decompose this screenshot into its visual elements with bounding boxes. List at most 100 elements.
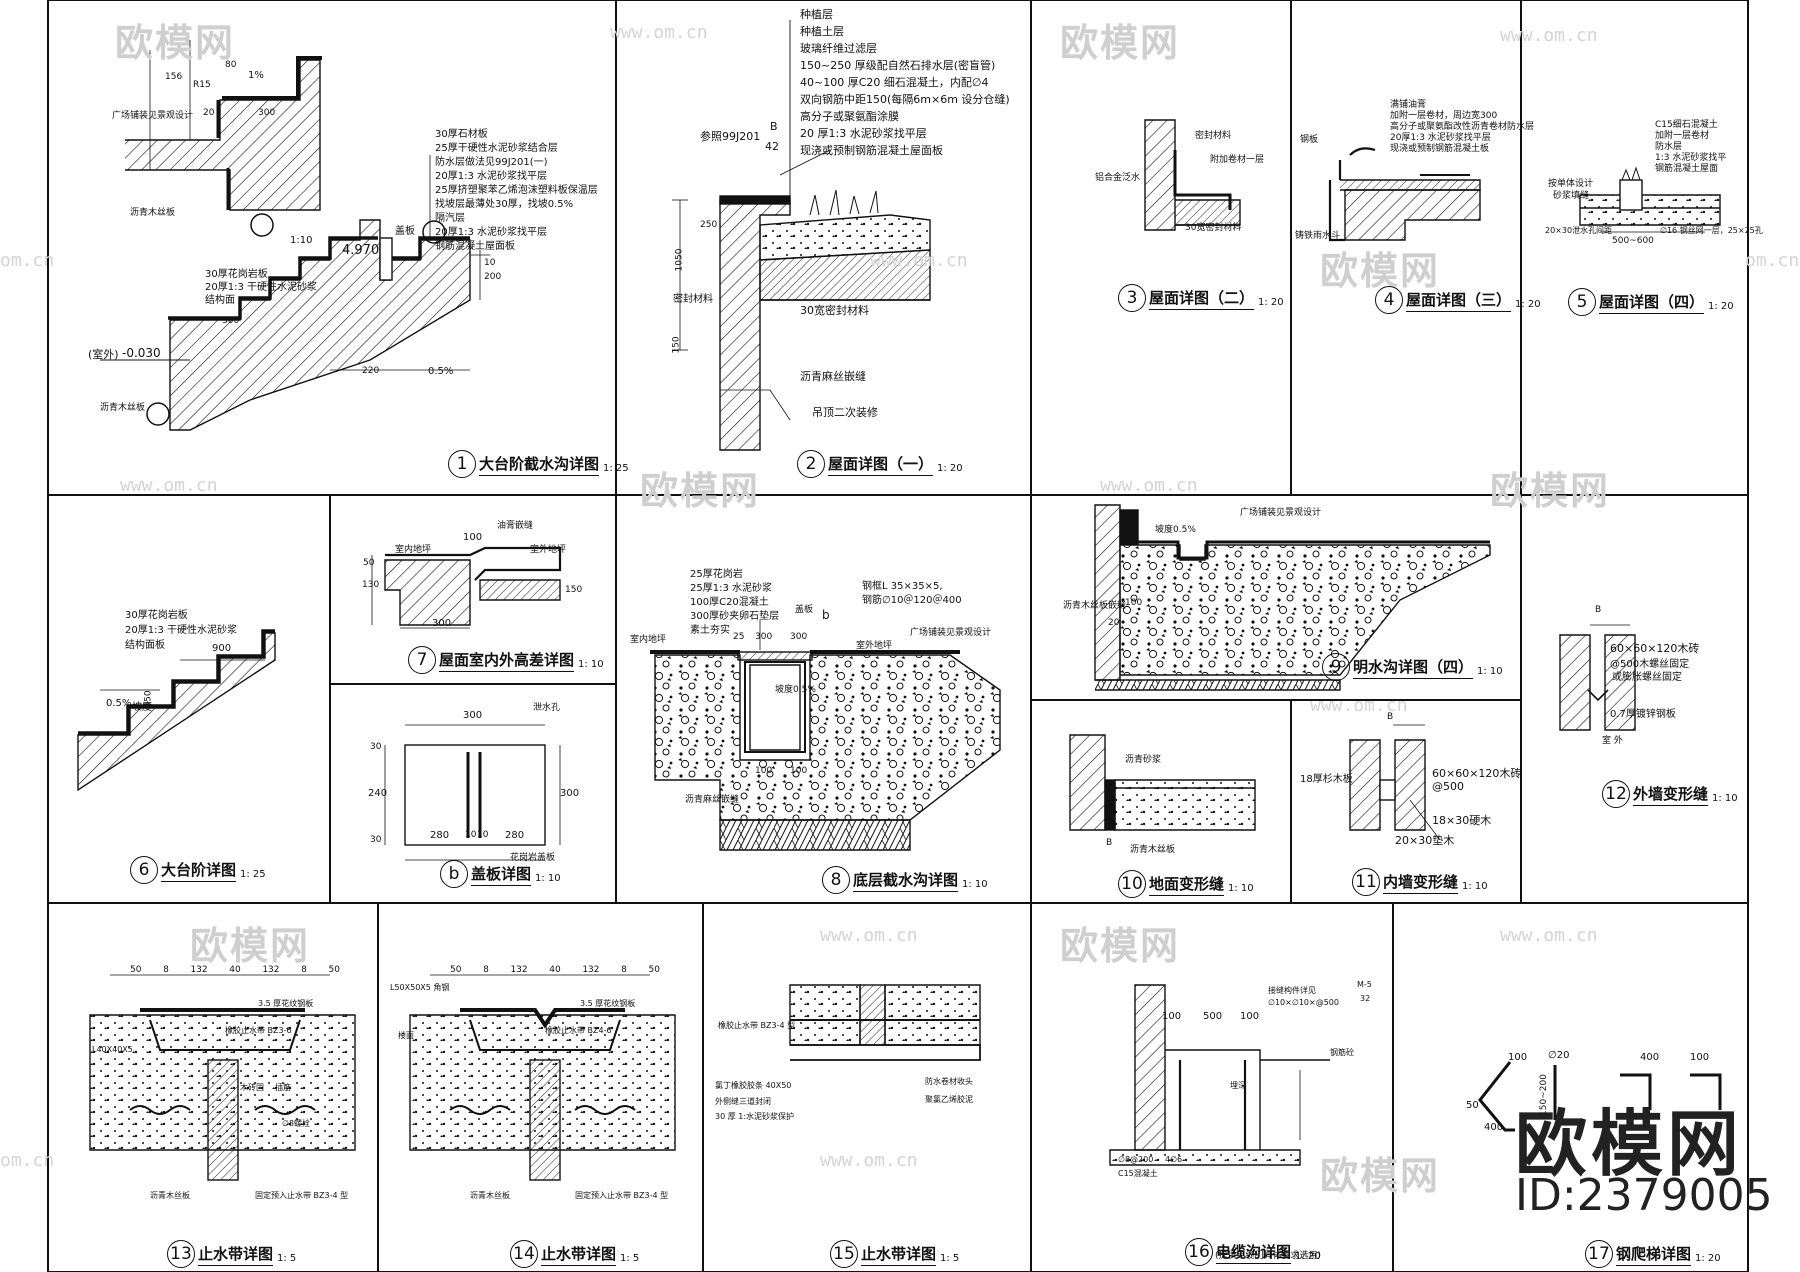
layer: C15细石混凝土 xyxy=(1655,120,1718,130)
label: 外侧缝三道封闭 xyxy=(715,1097,771,1106)
detail-name: 大台阶截水沟详图 xyxy=(479,453,600,476)
detail-15-drawing xyxy=(789,984,981,1061)
label: ∅8@200 xyxy=(1118,1155,1154,1164)
label: 沥青木丝板嵌缝 xyxy=(1063,601,1127,611)
label: @500 xyxy=(1432,780,1464,793)
detail-scale: 1: 5 xyxy=(940,1252,960,1264)
detail-name: 电缆沟详图 xyxy=(1216,1241,1292,1264)
label: 沥青麻丝嵌缝 xyxy=(685,795,740,805)
layer: 玻璃纤维过滤层 xyxy=(800,42,877,55)
detail-number: 8 xyxy=(822,866,850,894)
label: 坡度0.5% xyxy=(775,685,816,695)
label: 钢板 xyxy=(1300,135,1319,145)
dim: 100 xyxy=(1162,1011,1182,1022)
label: 沥青木丝板 xyxy=(470,1191,510,1200)
label: @500木螺丝固定 xyxy=(1610,659,1690,670)
label: 室外地坪 xyxy=(856,641,893,651)
dim: 30 xyxy=(370,835,382,845)
detail-name: 屋面详图（三） xyxy=(1406,289,1512,312)
dim: 300 xyxy=(463,710,483,721)
label: 砂浆填缝 xyxy=(1553,191,1590,201)
label: 吊顶二次装修 xyxy=(812,406,878,419)
layer: 现浇或预制钢筋混凝土屋面板 xyxy=(800,144,943,157)
label: M-5 xyxy=(1357,980,1372,989)
detail-scale: 1: 20 xyxy=(1515,298,1541,310)
dim: 200 xyxy=(484,272,502,282)
detail-number: 1 xyxy=(448,450,476,478)
dim: 50 xyxy=(363,558,375,568)
label: 0.5% xyxy=(428,366,454,377)
dim: 300 xyxy=(560,788,580,799)
label: (提供电缆门具体要求选用) xyxy=(1215,1251,1322,1261)
dim: 40 xyxy=(549,965,561,975)
dim: B xyxy=(1106,838,1113,848)
label: 30宽密封材料 xyxy=(1185,223,1242,233)
dim: 300 xyxy=(222,316,240,326)
dim: 100 xyxy=(463,532,483,543)
label: 4∅6 xyxy=(1165,1155,1183,1164)
detail-name: 屋面详图（四） xyxy=(1599,291,1705,314)
dim: 300 xyxy=(790,632,808,642)
detail-name: 止水带详图 xyxy=(541,1243,617,1266)
dim: 50 xyxy=(130,965,142,975)
dim: 500 xyxy=(1203,1011,1223,1022)
dim: 130 xyxy=(362,580,380,590)
label: 密封材料 xyxy=(673,294,713,305)
layer: 25厚花岗岩 xyxy=(690,569,743,580)
label: 插筋 xyxy=(275,1083,291,1092)
label: 钢筋砼 xyxy=(1330,1048,1354,1057)
label: 或膨胀螺丝固定 xyxy=(1612,672,1682,683)
label: 广场铺装见景观设计 xyxy=(910,628,992,638)
label: 沥青麻丝嵌缝 xyxy=(800,370,866,383)
label: 防水卷材收头 xyxy=(925,1077,973,1086)
dim: 450 xyxy=(143,690,154,708)
detail-scale: 1: 25 xyxy=(603,462,629,474)
dim: 100 xyxy=(1240,1011,1260,1022)
label: 固定预入止水带 BZ3-4 型 xyxy=(575,1191,669,1200)
dim: 132 xyxy=(190,965,208,975)
label: 42 xyxy=(765,140,779,153)
label: 0.7厚镀锌钢板 xyxy=(1610,709,1676,720)
layer: 防水层 xyxy=(1655,142,1683,152)
detail-5-drawing xyxy=(1579,166,1721,233)
label: 盖板 xyxy=(795,605,814,615)
detail-4-drawing xyxy=(1328,147,1481,242)
label: 3.5 厚花纹钢板 xyxy=(258,999,314,1008)
detail-number: 2 xyxy=(797,450,825,478)
detail-scale: 1: 20 xyxy=(937,462,963,474)
detail-6-drawing xyxy=(77,629,276,792)
label: 室内地坪 xyxy=(395,545,432,555)
layer: 素土夯实 xyxy=(690,625,730,636)
layer-list-1b: 30厚花岗岩板 20厚1:3 干硬性水泥砂浆 结构面 xyxy=(205,268,317,307)
label: 密封材料 xyxy=(1195,131,1232,141)
label: 花岗岩盖板 xyxy=(510,853,556,863)
detail-number: 15 xyxy=(830,1240,858,1268)
detail-name: 钢爬梯详图 xyxy=(1616,1243,1692,1266)
detail-number: 16 xyxy=(1185,1238,1213,1266)
dim: B xyxy=(1595,605,1602,615)
label: (室外) xyxy=(88,348,119,361)
dim: 132 xyxy=(510,965,528,975)
detail-number: 12 xyxy=(1602,780,1630,808)
layer: 20 厚1:3 水泥砂浆找平层 xyxy=(800,127,927,140)
label: 沥青木丝板 xyxy=(1130,845,1176,855)
label: 坡度0.5% xyxy=(1155,525,1196,535)
dim: 8 xyxy=(163,965,169,975)
detail-name: 止水带详图 xyxy=(861,1243,937,1266)
detail-number: 4 xyxy=(1375,286,1403,314)
dim: 132 xyxy=(262,965,280,975)
label: 楼面 xyxy=(398,1031,414,1040)
dim: 100 xyxy=(1125,598,1143,608)
label: 18厚杉木板 xyxy=(1300,774,1353,785)
steel-note: 钢框L 35×35×5, 钢筋∅10＠120＠400 xyxy=(862,580,962,608)
